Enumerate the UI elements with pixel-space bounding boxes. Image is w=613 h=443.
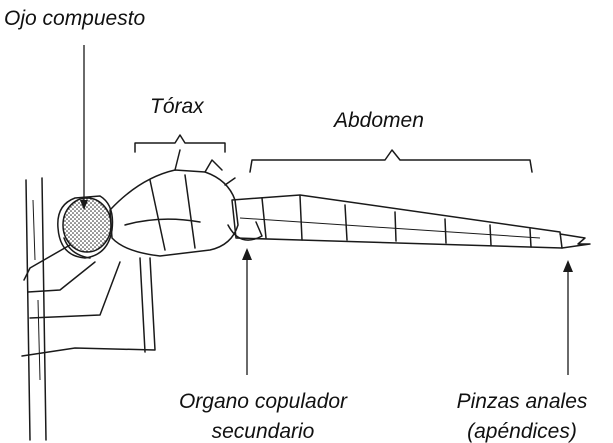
label-secondary-copulator-line2: secundario	[212, 420, 315, 443]
plant-stem	[26, 178, 46, 440]
thorax	[110, 150, 238, 256]
eye-pointer	[80, 45, 88, 210]
legs	[22, 245, 155, 356]
label-anal-pincers-line1: Pinzas anales	[457, 390, 588, 413]
abdomen	[232, 195, 562, 248]
label-secondary-copulator-line1: Organo copulador	[179, 390, 348, 413]
label-abdomen: Abdomen	[332, 109, 424, 132]
compound-eye	[63, 198, 111, 252]
anal-appendages	[560, 234, 590, 248]
label-thorax: Tórax	[150, 95, 205, 118]
abdomen-bracket	[250, 150, 532, 172]
label-anal-pincers-line2: (apéndices)	[467, 420, 577, 443]
label-compound-eye: Ojo compuesto	[4, 7, 146, 30]
secondary-copulatory-organ	[228, 222, 262, 240]
copulator-arrow	[242, 248, 252, 375]
pincers-arrow	[563, 260, 573, 375]
